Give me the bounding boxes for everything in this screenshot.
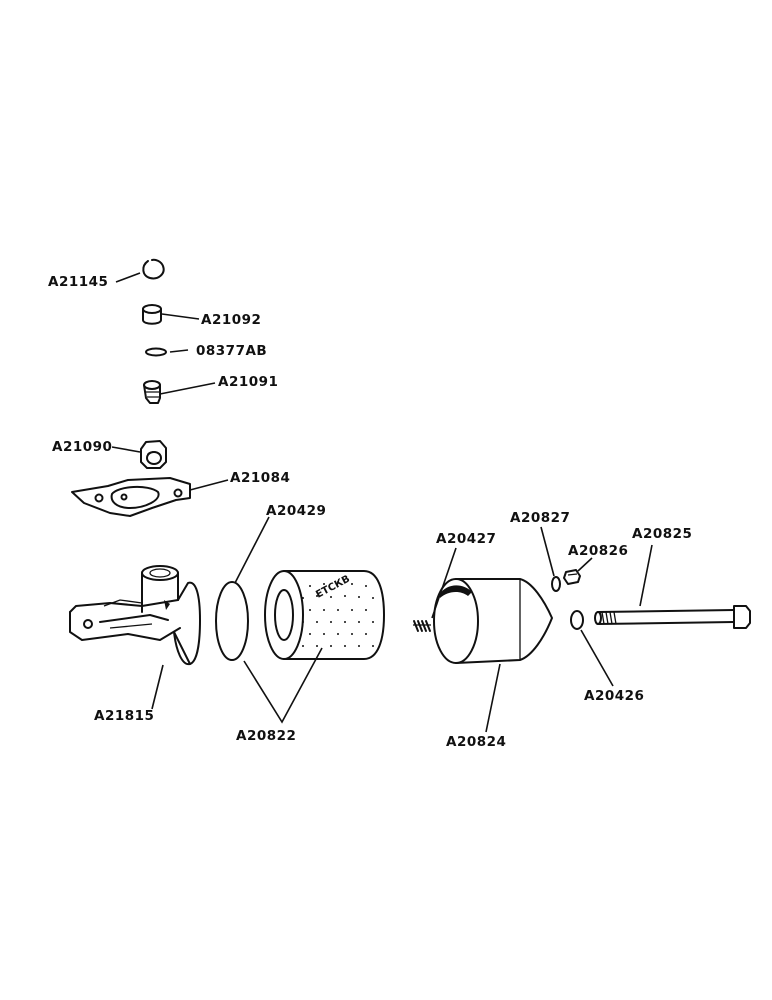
filter-head-part <box>69 565 201 666</box>
label-a20429: A20429 <box>266 503 326 519</box>
label-a21815: A21815 <box>94 708 154 724</box>
label-a21084: A21084 <box>230 470 290 486</box>
label-a20824: A20824 <box>446 734 506 750</box>
center-bolt-part <box>594 605 751 629</box>
drain-plug-part <box>563 569 581 585</box>
spring-part <box>413 620 431 632</box>
label-a20825: A20825 <box>632 526 692 542</box>
label-a21090: A21090 <box>52 439 112 455</box>
small-o-ring-part <box>145 347 167 357</box>
label-a21092: A21092 <box>201 312 261 328</box>
leader-lines <box>111 272 653 733</box>
label-a21145: A21145 <box>48 274 108 290</box>
gasket-part <box>71 477 191 517</box>
label-a21091: A21091 <box>218 374 278 390</box>
label-a20822: A20822 <box>236 728 296 744</box>
cap-part <box>142 304 162 325</box>
label-a20427: A20427 <box>436 531 496 547</box>
filter-stamp-text: ЕТСКВ <box>314 574 352 601</box>
part-labels: A21145 A21092 08377AB A21091 A21090 A210… <box>48 274 692 750</box>
label-a20426: A20426 <box>584 688 644 704</box>
valve-part <box>143 380 161 404</box>
label-08377ab: 08377AB <box>196 343 267 359</box>
label-a20827: A20827 <box>510 510 570 526</box>
filter-perforations <box>302 581 374 647</box>
filter-shell-part <box>433 578 553 664</box>
small-ring-part <box>551 576 561 592</box>
snap-ring-part <box>142 258 165 280</box>
large-o-ring-part <box>215 581 249 661</box>
label-a20826: A20826 <box>568 543 628 559</box>
filter-element-part: ЕТСКВ <box>264 570 385 660</box>
washer-part <box>570 610 584 630</box>
fitting-nut-part <box>140 440 167 469</box>
